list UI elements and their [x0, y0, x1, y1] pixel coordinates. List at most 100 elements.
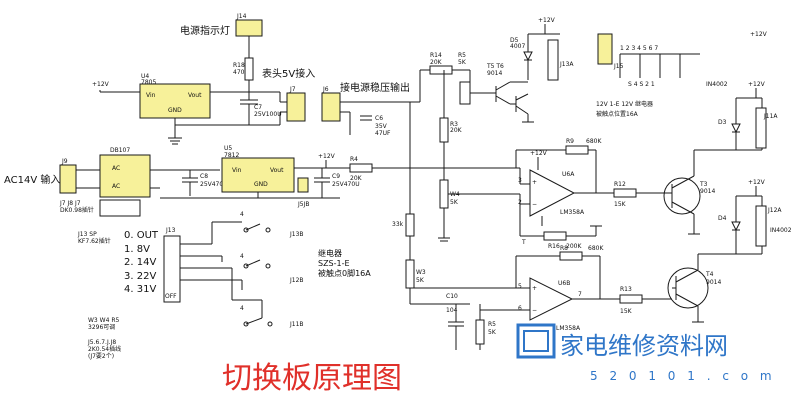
r14-val-label: 20K — [430, 59, 443, 66]
w3-label: W3 — [416, 269, 426, 276]
r8-val-label: 680K — [588, 245, 604, 252]
menu-2: 2. 14V — [124, 257, 156, 268]
j11a-label: J11A — [763, 113, 778, 120]
c9-val-label: 25V470U — [332, 181, 360, 188]
w4-val-label: 5K — [450, 199, 459, 206]
u4-gnd-label: GND — [254, 181, 268, 188]
u4-vout-label: Vout — [270, 167, 284, 174]
note-j2-label: 2K0.54插线 — [88, 345, 121, 353]
ac14v-label: AC14V 输入 — [4, 173, 60, 186]
relay-pin-block — [597, 33, 613, 65]
watermark-text: 家电维修资料网 — [560, 332, 728, 360]
r5-val-label: 5K — [458, 59, 467, 66]
note-j-label: J5.6.7.J.J8 — [87, 339, 116, 346]
u6a-part-label: LM358A — [560, 209, 585, 216]
j8-connector — [321, 92, 341, 122]
svg-text:−: − — [532, 307, 537, 314]
r8-label: R8 — [560, 245, 568, 252]
u6a-label: U6A — [562, 171, 575, 178]
d4-label: D4 — [718, 215, 727, 222]
meter-5v-label: 表头5V接入 — [262, 67, 315, 80]
note-w-label: W3 W4 R5 — [88, 317, 119, 324]
c6-val-label: 35V — [375, 123, 388, 130]
t4-label: T4 — [705, 271, 714, 278]
d5-diode — [523, 51, 533, 62]
r16-resistor — [543, 231, 567, 241]
r14-resistor — [429, 65, 453, 75]
relay-header-2-label: 被触点位置16A — [596, 110, 639, 118]
schematic-title: 切换板原理图 — [222, 361, 402, 396]
r12-val-label: 15K — [614, 201, 627, 208]
j9-connector — [59, 164, 77, 194]
r1-val-label: 33k — [392, 221, 404, 228]
menu-3: 3. 22V — [124, 271, 156, 282]
svg-text:4: 4 — [240, 305, 244, 312]
c6-label: C6 — [375, 115, 383, 122]
r12-resistor — [613, 188, 637, 198]
relay-note-1: 继电器 — [318, 248, 342, 258]
u4-vout-label: Vout — [188, 92, 202, 99]
c6-val2-label: 47UF — [375, 130, 391, 137]
pin-numbers-label: 1 2 3 4 5 6 7 — [620, 45, 658, 52]
svg-text:5: 5 — [518, 283, 522, 290]
d4-diode — [731, 221, 741, 232]
u5-regulator — [221, 157, 295, 193]
r18-resistor — [244, 57, 254, 81]
c7-label: C7 — [254, 104, 262, 111]
watermark-url: 5 2 0 1 0 1 . c o m — [590, 369, 776, 383]
j13-switch — [163, 235, 181, 303]
c8-label: C8 — [200, 173, 208, 180]
off-label: OFF — [165, 293, 177, 300]
svg-text:+: + — [532, 179, 537, 186]
j5jb-label: J5JB — [297, 201, 309, 208]
j5jb-jumper — [297, 177, 309, 193]
r4-val-label: 20K — [350, 175, 363, 182]
watermark-logo — [516, 323, 556, 359]
j79-2-label: DK0.98插针 — [60, 206, 94, 214]
r4-resistor — [349, 163, 373, 173]
svg-text:4: 4 — [240, 253, 244, 260]
w3-val-label: 5K — [416, 277, 425, 284]
t3-transistor — [663, 177, 701, 215]
u5-part-label: 7812 — [224, 152, 239, 159]
u4-regulator — [139, 83, 211, 119]
menu-1: 1. 8V — [124, 244, 150, 255]
t4-val-label: 9014 — [706, 279, 721, 286]
u5-label: U5 — [224, 145, 232, 152]
r18-val-label: 470 — [233, 69, 245, 76]
r5b-label: R5 — [488, 321, 496, 328]
c9-label: C9 — [332, 173, 340, 180]
r13-label: R13 — [620, 286, 632, 293]
r9-resistor — [565, 145, 589, 155]
vcc12-b-label: +12V — [318, 153, 336, 160]
u4-vin-label: Vin — [146, 92, 156, 99]
r18-label: R18 — [233, 62, 245, 69]
u6b-opamp — [529, 277, 574, 321]
vcc12-e-label: +12V — [748, 81, 766, 88]
vcc12-a-label: +12V — [92, 81, 110, 88]
c10-label: C10 — [446, 293, 458, 300]
pin-row-label: S 4 S 2 1 — [628, 81, 655, 88]
j12b-label: J12B — [289, 277, 304, 284]
d3-val-label: IN4002 — [706, 81, 728, 88]
j13-label: J13 — [165, 227, 176, 234]
j11b-label: J11B — [289, 321, 304, 328]
note-j3-label: (J7要2个) — [88, 353, 114, 360]
r3-val-label: 20K — [450, 127, 463, 134]
j9-label: J9 — [61, 158, 68, 165]
r13-resistor — [619, 294, 643, 304]
u6b-part-label: LM358A — [556, 325, 581, 332]
vcc12-f-label: +12V — [748, 179, 766, 186]
svg-text:6: 6 — [518, 305, 522, 312]
j13-label-label: J13 SP — [77, 231, 97, 238]
svg-text:AC: AC — [112, 183, 120, 190]
r3-label: R3 — [450, 121, 458, 128]
r5-label: R5 — [458, 52, 466, 59]
r14-label: R14 — [430, 52, 442, 59]
d5-label: D5 — [510, 37, 519, 44]
j15-label: J15 — [613, 63, 624, 70]
vcc12-d-label: +12V — [530, 150, 548, 157]
r16-label: R16 — [548, 243, 560, 250]
